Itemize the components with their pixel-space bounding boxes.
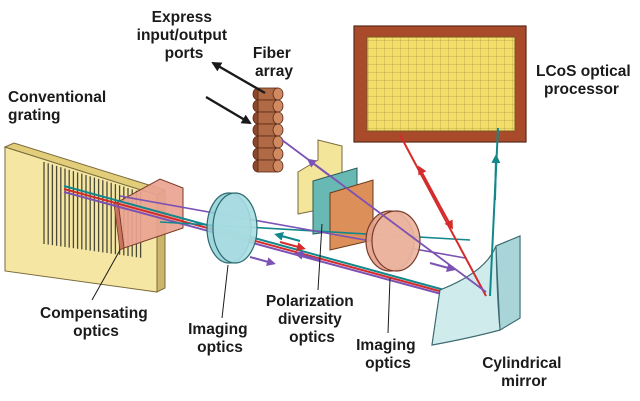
- label-polarization-diversity-optics: Polarization diversity optics: [266, 293, 358, 346]
- lcos-optical-processor: [353, 25, 527, 143]
- label-conventional-grating: Conventional grating: [8, 89, 110, 124]
- fiber: [252, 135, 284, 149]
- label-fiber-array: Fiber array: [253, 45, 295, 80]
- imaging-lens-right: [365, 210, 421, 272]
- leader-lines: [91, 223, 391, 334]
- fiber: [252, 123, 284, 137]
- fiber: [252, 111, 284, 125]
- label-express-ports: Express input/output ports: [137, 9, 232, 62]
- label-imaging-optics-left: Imaging optics: [188, 321, 252, 356]
- fiber: [252, 147, 284, 161]
- port-arrows: [205, 61, 266, 125]
- label-cylindrical-mirror: Cylindrical mirror: [482, 355, 566, 390]
- label-imaging-optics-right: Imaging optics: [356, 337, 420, 372]
- cylindrical-mirror: [431, 235, 521, 346]
- beam-arrows: [249, 231, 456, 273]
- label-compensating-optics: Compensating optics: [40, 305, 152, 340]
- lcos-beams: [281, 127, 501, 297]
- fiber: [252, 159, 284, 173]
- fiber: [252, 99, 284, 113]
- label-lcos-processor: LCoS optical processor: [536, 63, 635, 98]
- imaging-lens-left: [206, 192, 258, 264]
- fiber-array: [252, 87, 284, 173]
